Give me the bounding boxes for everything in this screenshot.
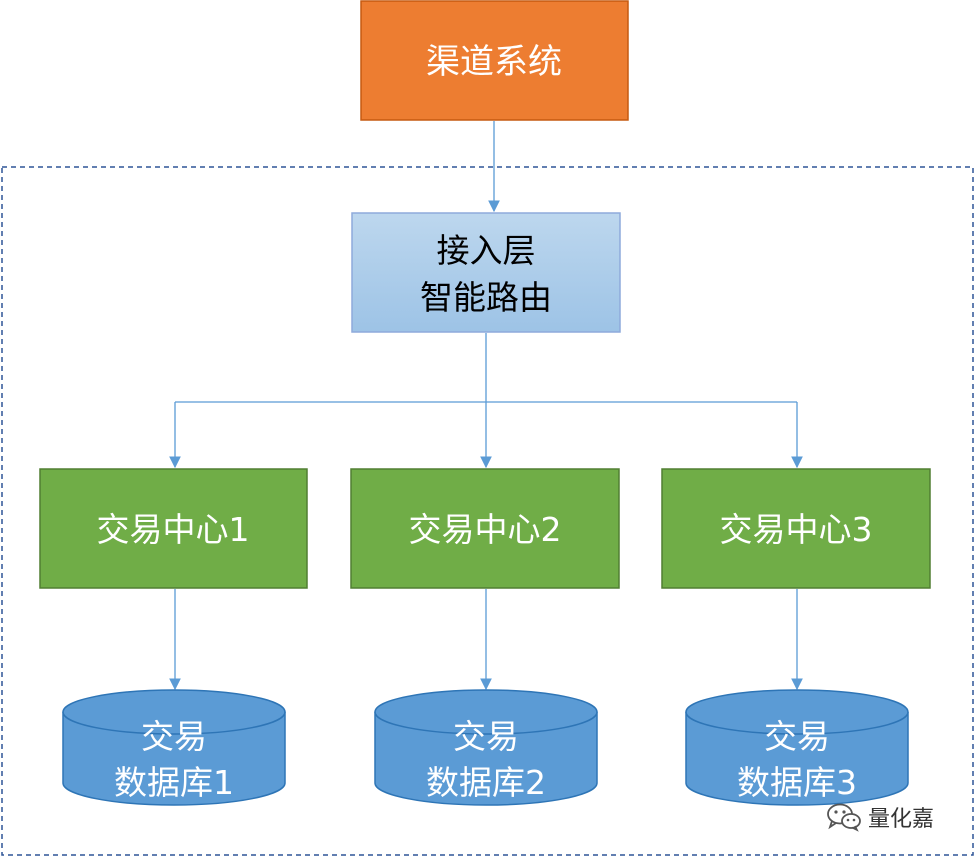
channel-system-label: 渠道系统	[426, 42, 562, 82]
watermark-text: 量化嘉	[868, 807, 935, 832]
access-layer-box: 接入层 智能路由	[351, 212, 621, 333]
trading-center-3-label: 交易中心3	[720, 510, 873, 549]
wechat-icon	[827, 803, 861, 832]
trading-center-1-label: 交易中心1	[97, 510, 250, 549]
watermark: 量化嘉	[826, 800, 934, 834]
trading-database-1: 交易 数据库1	[62, 689, 286, 806]
smart-routing-label: 智能路由	[420, 278, 552, 317]
trading-database-3-line1: 交易	[764, 717, 830, 756]
trading-center-1: 交易中心1	[39, 468, 308, 589]
trading-database-2-line2: 数据库2	[426, 763, 546, 802]
access-layer-label: 接入层	[437, 231, 536, 270]
channel-system-box: 渠道系统	[360, 0, 629, 121]
connectors	[169, 121, 803, 691]
trading-database-1-line1: 交易	[141, 717, 207, 756]
trading-center-2: 交易中心2	[350, 468, 620, 589]
trading-database-2-line1: 交易	[453, 717, 519, 756]
system-boundary	[1, 166, 974, 856]
trading-database-2: 交易 数据库2	[374, 689, 598, 806]
trading-center-3: 交易中心3	[661, 468, 931, 589]
trading-center-2-label: 交易中心2	[409, 510, 562, 549]
trading-database-3-line2: 数据库3	[737, 763, 857, 802]
trading-database-3: 交易 数据库3	[685, 689, 909, 806]
trading-database-1-line2: 数据库1	[114, 763, 234, 802]
